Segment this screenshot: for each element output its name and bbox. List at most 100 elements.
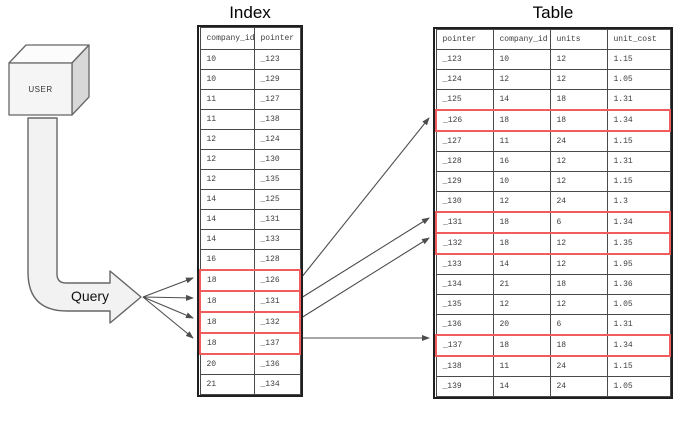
index-to-table-arrow — [300, 217, 430, 299]
table-cell: 1.34 — [606, 109, 671, 132]
table-row: 12_130 — [199, 149, 301, 170]
table-cell: 1.34 — [606, 211, 671, 234]
table-cell: _127 — [253, 89, 301, 110]
table-cell: 12 — [492, 294, 551, 315]
table-cell: 1.15 — [606, 49, 671, 70]
table-cell: _126 — [253, 269, 301, 292]
table-cell: 14 — [492, 253, 551, 275]
query-fan-arrow — [142, 277, 194, 298]
table-cell: _123 — [435, 49, 494, 70]
table-row: 11_138 — [199, 109, 301, 130]
table-cell: 1.31 — [606, 89, 671, 111]
table-cell: 1.34 — [606, 334, 671, 357]
column-header: unit_cost — [606, 29, 671, 50]
table-cell: 11 — [199, 89, 255, 110]
table-cell: 10 — [199, 49, 255, 70]
table-cell: _131 — [253, 209, 301, 230]
table-cell: 10 — [492, 49, 551, 70]
table-cell: 18 — [549, 89, 608, 111]
table-cell: _126 — [435, 109, 494, 132]
table-cell: 1.15 — [606, 355, 671, 377]
table-row: 21_134 — [199, 374, 301, 395]
table-cell: 1.15 — [606, 171, 671, 192]
cube-front-face — [8, 62, 73, 116]
user-label: USER — [28, 85, 52, 94]
table-cell: 1.35 — [606, 232, 671, 255]
table-cell: _128 — [435, 151, 494, 172]
table-cell: 12 — [199, 169, 255, 190]
table-row: 10_123 — [199, 49, 301, 70]
column-header: pointer — [435, 29, 494, 50]
query-fan-arrow — [142, 296, 194, 339]
table-cell: 10 — [199, 69, 255, 90]
table-cell: _125 — [253, 189, 301, 210]
table-row: 20_136 — [199, 353, 301, 375]
table-cell: _132 — [435, 232, 494, 255]
table-row: 12_135 — [199, 169, 301, 190]
table-row: 18_132 — [199, 311, 301, 334]
table-cell: 1.31 — [606, 151, 671, 172]
table-row: 18_126 — [199, 269, 301, 292]
table-cell: 1.05 — [606, 376, 671, 397]
table-cell: _138 — [253, 109, 301, 130]
table-cell: 1.31 — [606, 314, 671, 336]
table-cell: 24 — [549, 191, 608, 213]
column-header: units — [549, 29, 608, 50]
table-cell: 18 — [492, 109, 551, 132]
table-cell: 12 — [549, 69, 608, 90]
table-cell: 11 — [492, 130, 551, 152]
table-row: 18_131 — [199, 290, 301, 313]
table-cell: 1.05 — [606, 294, 671, 315]
table-cell: 16 — [199, 249, 255, 271]
table-cell: 12 — [199, 149, 255, 170]
table-cell: 21 — [199, 374, 255, 395]
table-cell: _123 — [253, 49, 301, 70]
table-cell: _134 — [253, 374, 301, 395]
table-cell: _131 — [253, 290, 301, 313]
table-cell: _124 — [253, 129, 301, 150]
table-cell: 24 — [549, 130, 608, 152]
table-cell: 12 — [492, 191, 551, 213]
table-cell: 10 — [492, 171, 551, 192]
table-row: 16_128 — [199, 249, 301, 271]
table-cell: 12 — [549, 294, 608, 315]
table-cell: 18 — [549, 109, 608, 132]
table-cell: 18 — [199, 290, 255, 313]
column-header: company_id — [492, 29, 551, 50]
table-cell: 12 — [549, 171, 608, 192]
table-cell: _129 — [435, 171, 494, 192]
column-header: pointer — [253, 27, 301, 50]
table-cell: 11 — [199, 109, 255, 130]
query-label: Query — [70, 288, 110, 304]
table-cell: _127 — [435, 130, 494, 152]
table-cell: 18 — [492, 211, 551, 234]
table-row: 14_125 — [199, 189, 301, 210]
table-cell: 12 — [549, 232, 608, 255]
main-table-title: Table — [532, 3, 574, 22]
column-header: company_id — [199, 27, 255, 50]
table-cell: _139 — [435, 376, 494, 397]
table-cell: 24 — [549, 355, 608, 377]
table-cell: _132 — [253, 311, 301, 334]
table-cell: 1.3 — [606, 191, 671, 213]
table-cell: _136 — [435, 314, 494, 336]
table-cell: 18 — [199, 269, 255, 292]
query-fan-arrow — [142, 296, 194, 319]
table-cell: 20 — [199, 353, 255, 375]
